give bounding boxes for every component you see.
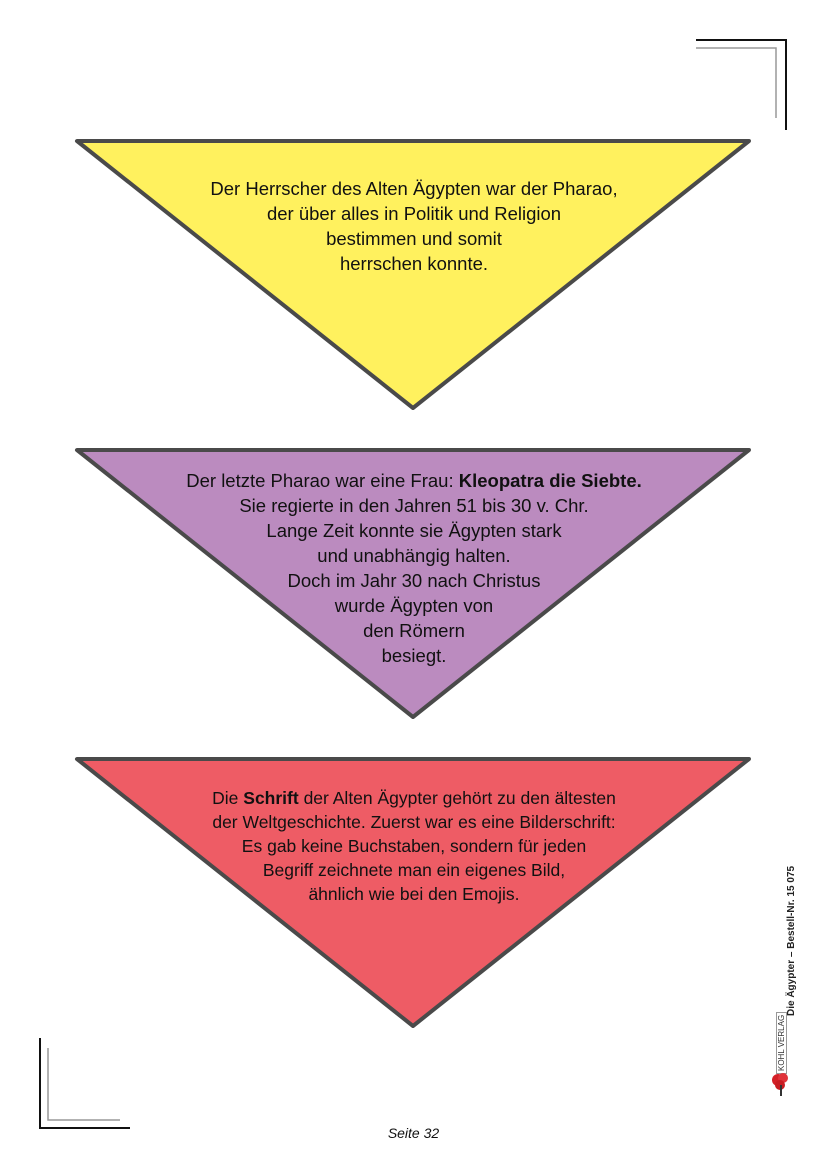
text-line: Der Herrscher des Alten Ägypten war der … bbox=[210, 178, 618, 199]
text-line: und unabhängig halten. bbox=[317, 545, 511, 566]
text-line: Lange Zeit konnte sie Ägypten stark bbox=[266, 520, 562, 541]
text-bold: Schrift bbox=[243, 788, 299, 808]
text-suffix: der Alten Ägypter gehört zu den ältesten bbox=[298, 788, 616, 808]
text-line: der Weltgeschichte. Zuerst war es eine B… bbox=[212, 812, 616, 832]
publisher-name: KOHL VERLAG bbox=[776, 1011, 787, 1074]
triangle-purple-text: Der letzte Pharao war eine Frau: Kleopat… bbox=[120, 468, 708, 668]
text-prefix: Die bbox=[212, 788, 244, 808]
text-line: ähnlich wie bei den Emojis. bbox=[308, 884, 520, 904]
publisher-logo-icon bbox=[772, 1073, 788, 1096]
text-line: bestimmen und somit bbox=[326, 228, 502, 249]
text-line: der über alles in Politik und Religion bbox=[266, 203, 562, 224]
triangle-red bbox=[75, 757, 751, 1028]
triangle-red-text: Die Schrift der Alten Ägypter gehört zu … bbox=[120, 786, 708, 906]
corner-decoration-bottom-left bbox=[39, 1038, 130, 1129]
text-line: Doch im Jahr 30 nach Christus bbox=[287, 570, 541, 591]
text-line: Der letzte Pharao war eine Frau: Kleopat… bbox=[120, 468, 708, 493]
text-line: Die Schrift der Alten Ägypter gehört zu … bbox=[120, 786, 708, 810]
side-label: Die Ägypter – Bestell-Nr. 15 075 bbox=[786, 865, 797, 1016]
triangle-purple bbox=[75, 448, 751, 719]
text-line: herrschen konnte. bbox=[339, 253, 489, 274]
text-prefix: Der letzte Pharao war eine Frau: bbox=[186, 470, 459, 491]
text-line: den Römern bbox=[363, 620, 465, 641]
triangle-yellow bbox=[75, 139, 751, 410]
text-bold: Kleopatra die Siebte. bbox=[458, 470, 642, 491]
triangle-yellow-text: Der Herrscher des Alten Ägypten war der … bbox=[120, 176, 708, 276]
text-line: besiegt. bbox=[381, 645, 447, 666]
text-line: Sie regierte in den Jahren 51 bis 30 v. … bbox=[239, 495, 589, 516]
text-line: Es gab keine Buchstaben, sondern für jed… bbox=[241, 836, 587, 856]
corner-decoration-top-right bbox=[696, 39, 787, 130]
text-line: Begriff zeichnete man ein eigenes Bild, bbox=[262, 860, 566, 880]
page-number: Seite 32 bbox=[387, 1125, 440, 1141]
text-line: wurde Ägypten von bbox=[334, 595, 494, 616]
